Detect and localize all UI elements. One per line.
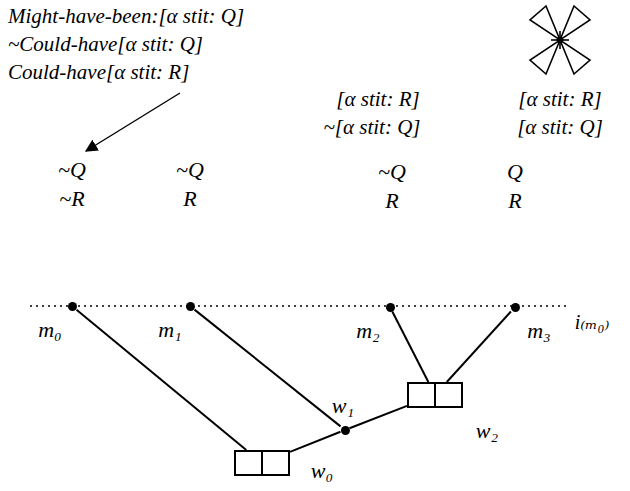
- instant-line: [30, 305, 566, 307]
- node-label: w₀: [311, 459, 333, 483]
- moment-dot: m₀: [68, 302, 77, 311]
- instant-label: i₍ₘ₀₎: [575, 311, 610, 333]
- moment-dot: m₃: [511, 303, 520, 312]
- branch-line: [392, 312, 428, 383]
- cell-divider: [261, 452, 263, 474]
- stit-formula: [α stit: Q]: [517, 116, 603, 139]
- node-label: m₃: [527, 319, 551, 343]
- choice-cell-box: w₀: [234, 450, 290, 476]
- truth-value: ~R: [59, 187, 84, 211]
- stit-formula: [α stit: R]: [518, 88, 601, 111]
- truth-value: R: [183, 187, 196, 211]
- stit-formula: Might-have-been:[α stit: Q]: [8, 5, 244, 28]
- windmill-icon: [530, 6, 590, 74]
- truth-value: R: [508, 189, 521, 213]
- truth-value: Q: [507, 160, 523, 184]
- moment-dot: w₁: [341, 426, 350, 435]
- truth-value: ~Q: [378, 160, 406, 184]
- branch-line: [350, 406, 408, 428]
- leader-arrow: [86, 93, 180, 151]
- node-label: m₂: [356, 319, 380, 343]
- truth-value: R: [385, 189, 398, 213]
- moment-dot: m₁: [186, 302, 195, 311]
- truth-value: ~Q: [176, 158, 204, 182]
- node-label: w₁: [332, 394, 354, 418]
- choice-cell-box: w₂: [407, 382, 463, 408]
- stit-formula: ~Could-have[α stit: Q]: [8, 33, 203, 56]
- branch-line: [195, 310, 341, 427]
- stit-formula: [α stit: R]: [336, 88, 419, 111]
- branch-line: [290, 432, 341, 452]
- node-label: w₂: [476, 419, 498, 443]
- stit-formula: ~[α stit: Q]: [323, 116, 420, 139]
- node-label: m₁: [158, 318, 182, 342]
- branch-line: [447, 312, 511, 383]
- moment-dot: m₂: [386, 303, 395, 312]
- stit-formula: Could-have[α stit: R]: [8, 61, 189, 84]
- cell-divider: [434, 384, 436, 406]
- node-label: m₀: [38, 318, 62, 342]
- truth-value: ~Q: [58, 158, 86, 182]
